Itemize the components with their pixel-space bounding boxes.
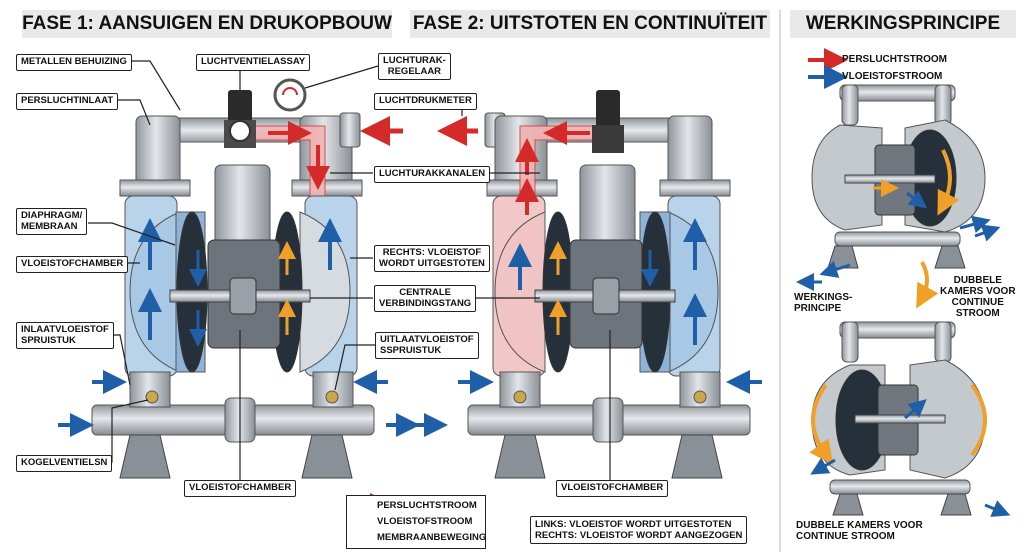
principle-pump-top	[796, 84, 1001, 291]
label-fluid-chamber-1: VLOEISTOFCHAMBER	[184, 480, 297, 497]
header-phase-2: FASE 2: UITSTOTEN EN CONTINUÏTEIT	[410, 10, 770, 38]
principle-dual-bottom: DUBBELE KAMERS VOOR CONTINUE STROOM	[796, 520, 923, 542]
label-ball-valves: KOGELVENTIELSN	[16, 455, 113, 472]
label-center-rod: CENTRALE VERBINDINGSTANG	[374, 285, 477, 312]
legend-fluid-label: VLOEISTOFSTROOM	[377, 516, 473, 527]
legend-box: PERSLUCHTSTROOM VLOEISTOFSTROOM MEMBRAAN…	[346, 495, 486, 549]
label-fluid-chamber-left: VLOEISTOFCHAMBER	[16, 256, 129, 273]
label-metal-housing: METALLEN BEHUIZING	[16, 54, 132, 71]
principle-pump-bottom	[809, 321, 1011, 517]
label-outlet-nozzle: UITLAATVLOEISTOF SSPRUISTUK	[375, 332, 479, 359]
cycle-arrow	[916, 261, 939, 309]
label-air-regulator: LUCHTURAK- REGELAAR	[378, 53, 451, 80]
principle-dual-right: DUBBELE KAMERS VOOR CONTINUE STROOM	[940, 275, 1016, 319]
label-diaphragm: DIAPHRAGM/ MEMBRAAN	[16, 208, 88, 235]
header-phase-1: FASE 1: AANSUIGEN EN DRUKOPBOUW	[22, 10, 392, 38]
legend-air-label: PERSLUCHTSTROOM	[377, 500, 477, 511]
principle-legend-air: PERSLUCHTSTROOM	[842, 54, 947, 65]
header-principle: WERKINGSPRINCIPE	[790, 10, 1016, 38]
principle-legend-fluid: VLOEISTOFSTROOM	[842, 71, 943, 82]
legend-membrane-label: MEMBRAANBEWEGING	[377, 532, 487, 543]
principle-working: WERKINGS- PRINCIPE	[794, 292, 853, 314]
label-fluid-chamber-2: VLOEISTOFCHAMBER	[556, 480, 669, 497]
label-air-inlet: PERSLUCHTINLAAT	[16, 93, 119, 110]
label-phase2-note: LINKS: VLOEISTOF WORDT UITGESTOTEN RECHT…	[530, 516, 748, 544]
flow-arrows-phase-2	[412, 116, 762, 437]
pump-phase-2	[467, 90, 751, 479]
label-air-valve-assembly: LUCHTVENTIELASSAY	[196, 54, 311, 71]
label-inlet-nozzle: INLAATVLOEISTOF SPRUISTUK	[16, 322, 114, 349]
label-air-channels: LUCHTURAKKANALEN	[374, 166, 491, 183]
label-pressure-gauge: LUCHTDRUKMETER	[374, 93, 477, 110]
pump-phase-1	[91, 78, 375, 479]
label-right-expelled: RECHTS: VLOEISTOF WORDT UITGESTOTEN	[374, 245, 490, 272]
